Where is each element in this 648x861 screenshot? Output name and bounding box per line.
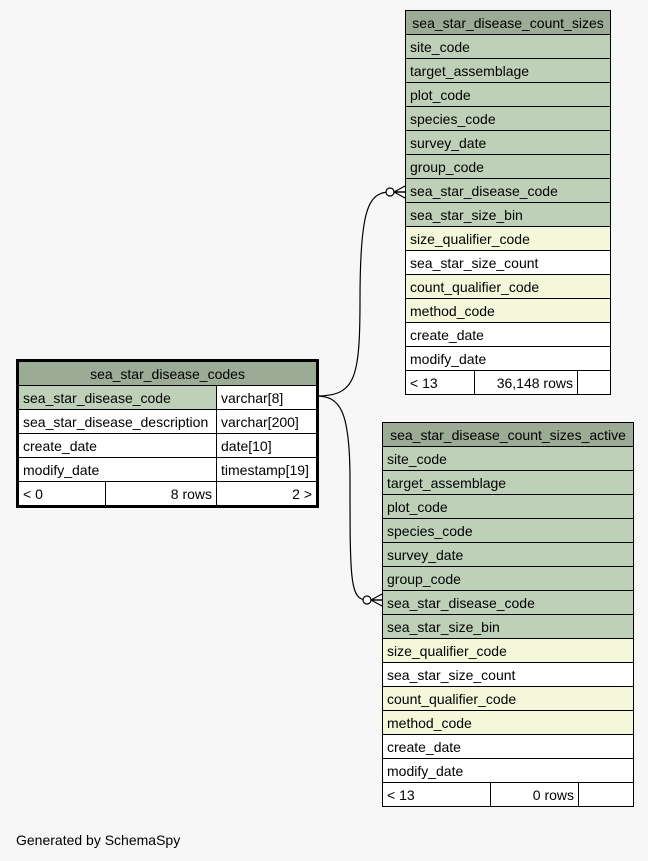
column-name[interactable]: sea_star_disease_description <box>18 409 217 434</box>
table-title[interactable]: sea_star_disease_count_sizes_active <box>381 422 635 447</box>
row-count: 36,148 rows <box>474 370 578 395</box>
column-name[interactable]: plot_code <box>404 82 612 107</box>
column-type: varchar[200] <box>215 409 318 434</box>
table-title[interactable]: sea_star_disease_count_sizes <box>404 10 612 35</box>
column-name[interactable]: modify_date <box>404 346 612 371</box>
column-type: date[10] <box>215 433 318 458</box>
column-name[interactable]: count_qualifier_code <box>404 274 612 299</box>
column-name[interactable]: group_code <box>404 154 612 179</box>
generated-by-footer[interactable]: Generated by SchemaSpy <box>16 832 181 848</box>
column-type: timestamp[19] <box>215 457 318 482</box>
relationship-line-count-sizes-active <box>315 395 382 601</box>
table-sea-star-disease-count-sizes[interactable]: sea_star_disease_count_sizes site_code t… <box>404 10 612 395</box>
column-name[interactable]: create_date <box>381 734 635 759</box>
column-name[interactable]: method_code <box>381 710 635 735</box>
crowfoot-count-sizes-active <box>370 593 383 607</box>
column-name[interactable]: sea_star_disease_code <box>381 590 635 615</box>
zero-or-many-marker-count-sizes-active <box>362 595 372 605</box>
column-name[interactable]: size_qualifier_code <box>404 226 612 251</box>
table-sea-star-disease-count-sizes-active[interactable]: sea_star_disease_count_sizes_active site… <box>381 422 635 807</box>
column-name[interactable]: species_code <box>404 106 612 131</box>
column-name[interactable]: target_assemblage <box>404 58 612 83</box>
column-name[interactable]: sea_star_size_bin <box>404 202 612 227</box>
column-name[interactable]: method_code <box>404 298 612 323</box>
column-name[interactable]: sea_star_size_bin <box>381 614 635 639</box>
column-name[interactable]: modify_date <box>381 758 635 783</box>
column-name[interactable]: sea_star_size_count <box>381 662 635 687</box>
column-name[interactable]: create_date <box>18 433 217 458</box>
row-count: 8 rows <box>105 481 217 506</box>
column-name[interactable]: sea_star_size_count <box>404 250 612 275</box>
relationship-line-count-sizes <box>315 191 405 397</box>
column-name[interactable]: survey_date <box>404 130 612 155</box>
table-title[interactable]: sea_star_disease_codes <box>17 361 318 386</box>
column-type: varchar[8] <box>215 385 318 410</box>
zero-or-many-marker-count-sizes <box>385 187 395 197</box>
column-name[interactable]: size_qualifier_code <box>381 638 635 663</box>
column-name[interactable]: count_qualifier_code <box>381 686 635 711</box>
column-name[interactable]: group_code <box>381 566 635 591</box>
column-name[interactable]: site_code <box>381 446 635 471</box>
row-count: 0 rows <box>490 782 579 807</box>
parent-count[interactable]: < 0 <box>18 481 106 506</box>
column-name[interactable]: modify_date <box>18 457 217 482</box>
column-name[interactable]: site_code <box>404 34 612 59</box>
child-count <box>576 370 612 395</box>
table-sea-star-disease-codes[interactable]: sea_star_disease_codes sea_star_disease_… <box>15 359 320 508</box>
parent-count[interactable]: < 13 <box>405 370 475 395</box>
column-name[interactable]: target_assemblage <box>381 470 635 495</box>
column-name[interactable]: plot_code <box>381 494 635 519</box>
child-count[interactable]: 2 > <box>215 481 318 506</box>
column-name[interactable]: survey_date <box>381 542 635 567</box>
column-name[interactable]: sea_star_disease_code <box>18 385 217 410</box>
child-count <box>577 782 635 807</box>
parent-count[interactable]: < 13 <box>382 782 491 807</box>
column-name[interactable]: species_code <box>381 518 635 543</box>
crowfoot-count-sizes <box>393 185 406 199</box>
column-name[interactable]: sea_star_disease_code <box>404 178 612 203</box>
column-name[interactable]: create_date <box>404 322 612 347</box>
